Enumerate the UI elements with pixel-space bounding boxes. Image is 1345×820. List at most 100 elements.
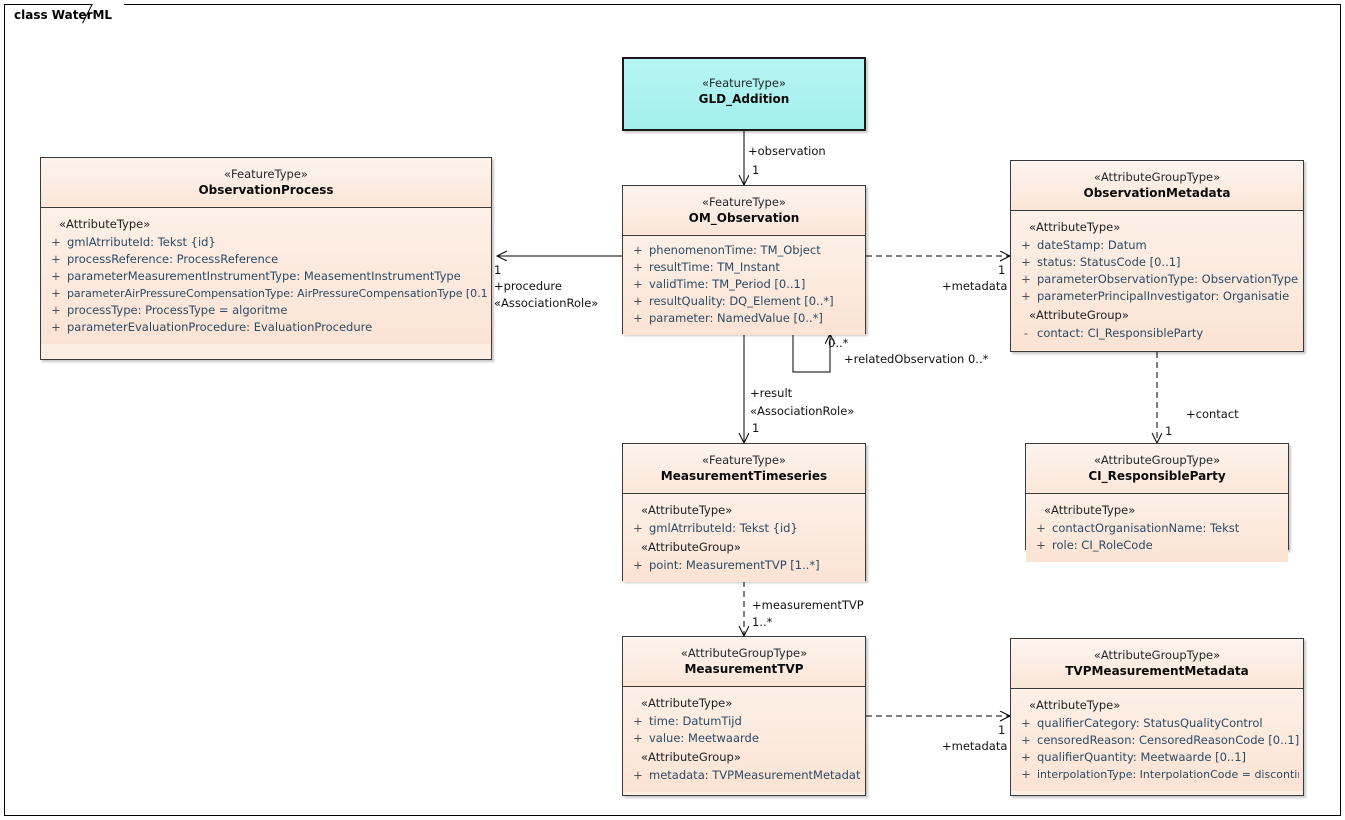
class-stereotype: «AttributeGroupType» xyxy=(680,646,808,660)
attribute-visibility: + xyxy=(633,243,643,257)
connector-label-procedure-mult: 1 xyxy=(494,263,502,277)
attribute-group-label: «AttributeType» xyxy=(1044,503,1136,517)
connector-label-metadata-bottom-mult: 1 xyxy=(998,723,1006,737)
attribute-row: + resultQuality: DQ_Element [0..*] xyxy=(627,293,861,310)
attribute-row: + gmlAtrributeId: Tekst {id} xyxy=(627,520,861,537)
class-box-om-observation[interactable]: «FeatureType» OM_Observation + phenomeno… xyxy=(622,185,866,335)
connector-label-result-mult: 1 xyxy=(752,421,760,435)
attribute-text: point: MeasurementTVP [1..*] xyxy=(649,558,820,572)
class-name: TVPMeasurementMetadata xyxy=(1065,664,1249,678)
attribute-group-label: «AttributeGroup» xyxy=(641,540,741,554)
attribute-group-label: «AttributeType» xyxy=(1029,698,1121,712)
connector-label-measurement-tvp-mult: 1..* xyxy=(752,615,773,629)
connector-label-metadata-bottom-role: +metadata xyxy=(942,739,1008,753)
attribute-group-label: «AttributeType» xyxy=(641,503,733,517)
connector-label-result-stereotype: «AssociationRole» xyxy=(750,404,855,418)
attribute-text: resultTime: TM_Instant xyxy=(649,260,780,274)
class-box-gld-addition[interactable]: «FeatureType» GLD_Addition xyxy=(622,57,866,131)
attribute-row: + parameterAirPressureCompensationType: … xyxy=(45,285,487,302)
class-body-measurement-timeseries: «AttributeType» + gmlAtrributeId: Tekst … xyxy=(623,494,865,582)
attribute-text: parameterEvaluationProcedure: Evaluation… xyxy=(67,320,373,334)
attribute-visibility: + xyxy=(1021,238,1031,252)
class-box-ci-responsible-party[interactable]: «AttributeGroupType» CI_ResponsibleParty… xyxy=(1025,443,1289,562)
attribute-row: + metadata: TVPMeasurementMetadata xyxy=(627,767,861,784)
attribute-visibility: + xyxy=(633,731,643,745)
attribute-visibility: + xyxy=(1021,255,1031,269)
class-name: MeasurementTimeseries xyxy=(660,469,828,483)
class-header-measurement-tvp: «AttributeGroupType» MeasurementTVP xyxy=(623,637,865,687)
attribute-text: time: DatumTijd xyxy=(649,714,742,728)
attribute-visibility: + xyxy=(633,311,643,325)
connector-label-metadata-top-mult: 1 xyxy=(998,263,1006,277)
attribute-group-label: «AttributeGroup» xyxy=(641,750,741,764)
attribute-row: + interpolationType: InterpolationCode =… xyxy=(1015,766,1299,783)
attribute-text: validTime: TM_Period [0..1] xyxy=(649,277,806,291)
attribute-row: + dateStamp: Datum xyxy=(1015,237,1299,254)
connector-label-observation-role: +observation xyxy=(748,144,826,158)
class-stereotype: «FeatureType» xyxy=(224,167,308,181)
class-stereotype: «AttributeGroupType» xyxy=(1093,453,1221,467)
connector-label-result-role: +result xyxy=(750,386,793,400)
attribute-row: + processReference: ProcessReference xyxy=(45,251,487,268)
class-body-om-observation: + phenomenonTime: TM_Object + resultTime… xyxy=(623,236,865,335)
attribute-text: status: StatusCode [0..1] xyxy=(1037,255,1181,269)
attribute-visibility: + xyxy=(51,269,61,283)
attribute-text: value: Meetwaarde xyxy=(649,731,759,745)
diagram-frame xyxy=(4,4,1341,816)
attribute-row: + parameterPrincipalInvestigator: Organi… xyxy=(1015,288,1299,305)
class-header-observation-metadata: «AttributeGroupType» ObservationMetadata xyxy=(1011,161,1303,211)
class-box-observation-metadata[interactable]: «AttributeGroupType» ObservationMetadata… xyxy=(1010,160,1304,352)
class-box-tvp-measurement-metadata[interactable]: «AttributeGroupType» TVPMeasurementMetad… xyxy=(1010,638,1304,796)
class-body-tvp-measurement-metadata: «AttributeType» + qualifierCategory: Sta… xyxy=(1011,689,1303,791)
connector-label-observation-mult: 1 xyxy=(752,163,760,177)
attribute-visibility: + xyxy=(51,235,61,249)
attribute-visibility: + xyxy=(633,521,643,535)
attribute-visibility: + xyxy=(633,558,643,572)
class-header-tvp-measurement-metadata: «AttributeGroupType» TVPMeasurementMetad… xyxy=(1011,639,1303,689)
class-name: OM_Observation xyxy=(688,211,800,225)
attribute-text: interpolationType: InterpolationCode = d… xyxy=(1037,768,1299,781)
attribute-row: + point: MeasurementTVP [1..*] xyxy=(627,557,861,574)
class-stereotype: «AttributeGroupType» xyxy=(1093,170,1221,184)
attribute-row: + value: Meetwaarde xyxy=(627,730,861,747)
attribute-text: role: CI_RoleCode xyxy=(1052,538,1153,552)
attribute-visibility: + xyxy=(633,277,643,291)
attribute-row: + gmlAtrributeId: Tekst {id} xyxy=(45,234,487,251)
attribute-text: gmlAtrributeId: Tekst {id} xyxy=(67,235,216,249)
attribute-text: censoredReason: CensoredReasonCode [0..1… xyxy=(1037,733,1299,747)
class-box-measurement-tvp[interactable]: «AttributeGroupType» MeasurementTVP «Att… xyxy=(622,636,866,796)
attribute-text: processType: ProcessType = algoritme xyxy=(67,303,288,317)
attribute-text: parameter: NamedValue [0..*] xyxy=(649,311,823,325)
attribute-visibility: + xyxy=(633,294,643,308)
attribute-text: parameterObservationType: ObservationTyp… xyxy=(1037,272,1299,286)
connector-label-measurement-tvp-role: +measurementTVP xyxy=(752,598,864,612)
class-body-ci-responsible-party: «AttributeType» + contactOrganisationNam… xyxy=(1026,494,1288,562)
connector-label-related-observation-role: +relatedObservation 0..* xyxy=(844,352,989,366)
attribute-row: + role: CI_RoleCode xyxy=(1030,537,1284,554)
class-header-measurement-timeseries: «FeatureType» MeasurementTimeseries xyxy=(623,444,865,494)
attribute-row: + status: StatusCode [0..1] xyxy=(1015,254,1299,271)
connector-label-contact-mult: 1 xyxy=(1165,424,1173,438)
class-box-measurement-timeseries[interactable]: «FeatureType» MeasurementTimeseries «Att… xyxy=(622,443,866,582)
attribute-text: resultQuality: DQ_Element [0..*] xyxy=(649,294,834,308)
class-name: CI_ResponsibleParty xyxy=(1088,469,1226,483)
class-body-observation-process: «AttributeType» + gmlAtrributeId: Tekst … xyxy=(41,208,491,344)
attribute-visibility: + xyxy=(633,714,643,728)
attribute-visibility: + xyxy=(1021,716,1031,730)
attribute-row: + qualifierCategory: StatusQualityContro… xyxy=(1015,715,1299,732)
class-box-observation-process[interactable]: «FeatureType» ObservationProcess «Attrib… xyxy=(40,157,492,360)
class-stereotype: «FeatureType» xyxy=(702,76,786,90)
attribute-visibility: + xyxy=(1021,767,1031,781)
attribute-group-label: «AttributeType» xyxy=(1029,220,1121,234)
attribute-visibility: + xyxy=(1021,733,1031,747)
connector-label-procedure-stereotype: «AssociationRole» xyxy=(494,296,599,310)
attribute-row: - contact: CI_ResponsibleParty xyxy=(1015,325,1299,342)
class-name: MeasurementTVP xyxy=(684,662,804,676)
attribute-visibility: + xyxy=(633,260,643,274)
attribute-text: parameterMeasurementInstrumentType: Meas… xyxy=(67,269,461,283)
class-stereotype: «FeatureType» xyxy=(702,195,786,209)
class-body-measurement-tvp: «AttributeType» + time: DatumTijd + valu… xyxy=(623,687,865,792)
attribute-visibility: - xyxy=(1023,326,1029,340)
attribute-text: qualifierQuantity: Meetwaarde [0..1] xyxy=(1037,750,1247,764)
connector-label-procedure-role: +procedure xyxy=(494,279,562,293)
